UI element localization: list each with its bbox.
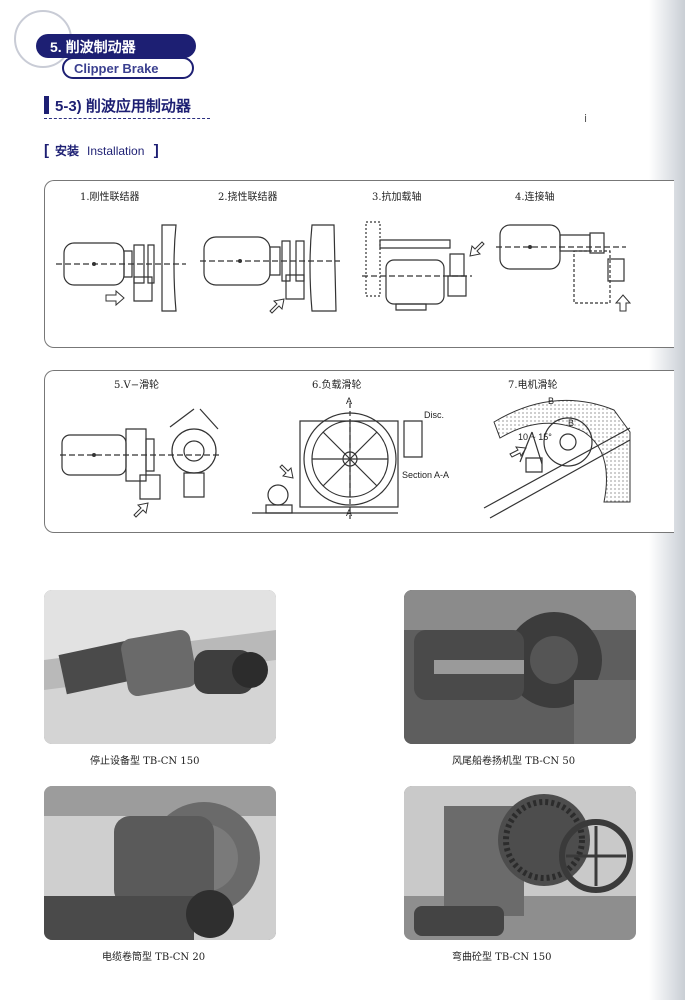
diagram-caption-5: 5.V−滑轮: [114, 380, 160, 391]
section-title-text: 5-3) 削波应用制动器: [55, 98, 191, 115]
diagram-connecting-shaft: [496, 215, 636, 325]
diagram7-label-b-left: B: [548, 396, 555, 406]
open-bracket: [: [44, 142, 49, 159]
installation-cn: 安装: [55, 144, 80, 158]
photo-anchor-winch: [404, 590, 636, 744]
diagram-v-pulley: [60, 405, 230, 520]
section-underline: [44, 118, 210, 119]
section-bar: [44, 96, 49, 114]
diagram-flexible-coupling: [200, 215, 350, 325]
diagram6-label-a-bottom: A: [346, 508, 353, 518]
photo-bending-machine: [404, 786, 636, 940]
photo-cable-drum: [44, 786, 276, 940]
diagram7-angle-label: 10 ~ 15°: [518, 432, 552, 442]
photo-caption-4: 弯曲砼型 TB-CN 150: [452, 952, 552, 963]
installation-en: Installation: [87, 144, 145, 158]
diagram7-label-b-right: B: [568, 418, 575, 428]
diagram-caption-2: 2.挠性联结器: [218, 192, 278, 203]
diagram-caption-6: 6.负载滑轮: [312, 380, 362, 391]
diagram-motor-pulley: [474, 392, 634, 522]
diagram-caption-1: 1.刚性联结器: [80, 192, 140, 203]
diagram6-disc-label: Disc.: [424, 410, 444, 420]
diagram6-section-label: Section A-A: [402, 470, 450, 480]
chapter-title: 5. 削波制动器: [36, 34, 196, 58]
scan-mark: ⅰ: [584, 112, 588, 125]
close-bracket: ]: [153, 142, 159, 159]
installation-panel-2: [44, 370, 674, 533]
diagram-load-shaft: [362, 220, 492, 320]
chapter-subtitle: Clipper Brake: [62, 57, 194, 79]
photo-stop-device: [44, 590, 276, 744]
diagram-caption-3: 3.抗加载轴: [372, 192, 422, 203]
diagram6-label-a-top: A: [346, 396, 353, 406]
diagram-load-pulley: [252, 395, 462, 525]
installation-label: [ 安装 Installation ]: [44, 142, 159, 159]
diagram-rigid-coupling: [56, 215, 196, 325]
photo-caption-1: 停止设备型 TB-CN 150: [90, 756, 200, 767]
photo-caption-2: 风尾船卷扬机型 TB-CN 50: [452, 756, 576, 767]
photo-caption-3: 电缆卷筒型 TB-CN 20: [102, 952, 206, 963]
diagram-caption-7: 7.电机滑轮: [508, 380, 558, 391]
diagram-caption-4: 4.连接轴: [515, 192, 555, 203]
section-title: 5-3) 削波应用制动器: [44, 95, 191, 116]
